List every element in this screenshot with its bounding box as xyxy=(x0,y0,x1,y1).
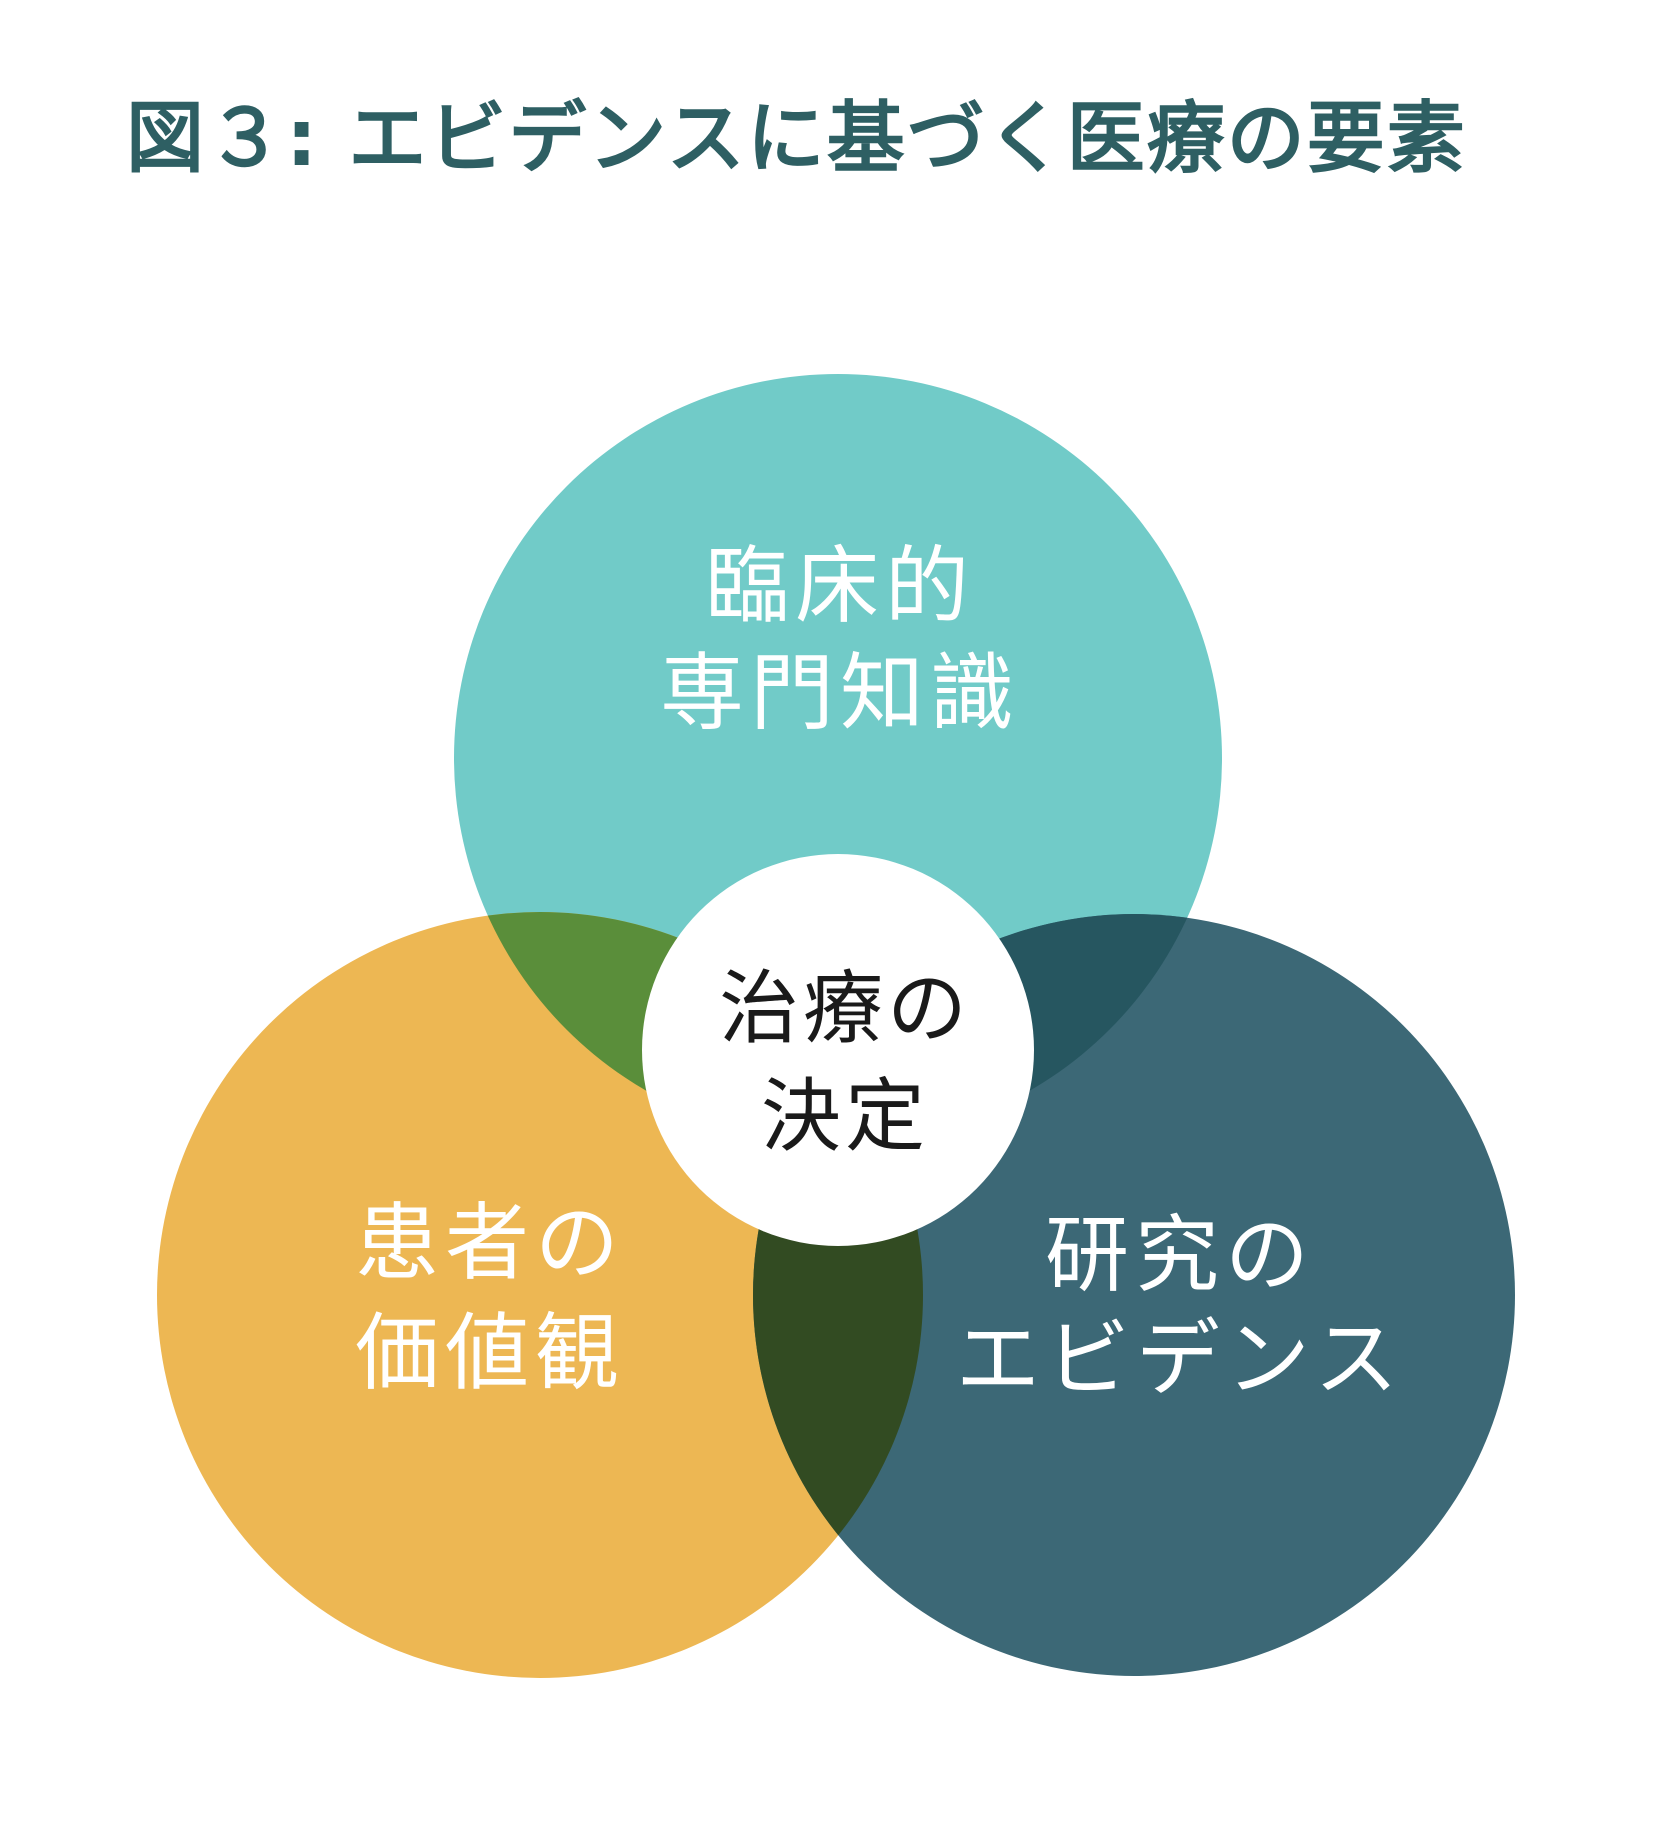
left-circle-label-line1: 患者の xyxy=(355,1194,625,1292)
center-circle-label-line2: 決定 xyxy=(761,1070,929,1163)
right-circle-label-line1: 研究の xyxy=(1045,1206,1315,1304)
diagram-title: 図３: エビデンスに基づく医療の要素 xyxy=(126,94,1467,184)
center-circle-label-line1: 治療の xyxy=(719,962,971,1055)
center-circle xyxy=(642,854,1034,1246)
left-circle-label-line2: 価値観 xyxy=(355,1304,625,1402)
right-circle-label-line2: エビデンス xyxy=(956,1310,1404,1408)
top-circle-label-line1: 臨床的 xyxy=(705,537,975,635)
top-circle-label-line2: 専門知識 xyxy=(660,644,1020,742)
